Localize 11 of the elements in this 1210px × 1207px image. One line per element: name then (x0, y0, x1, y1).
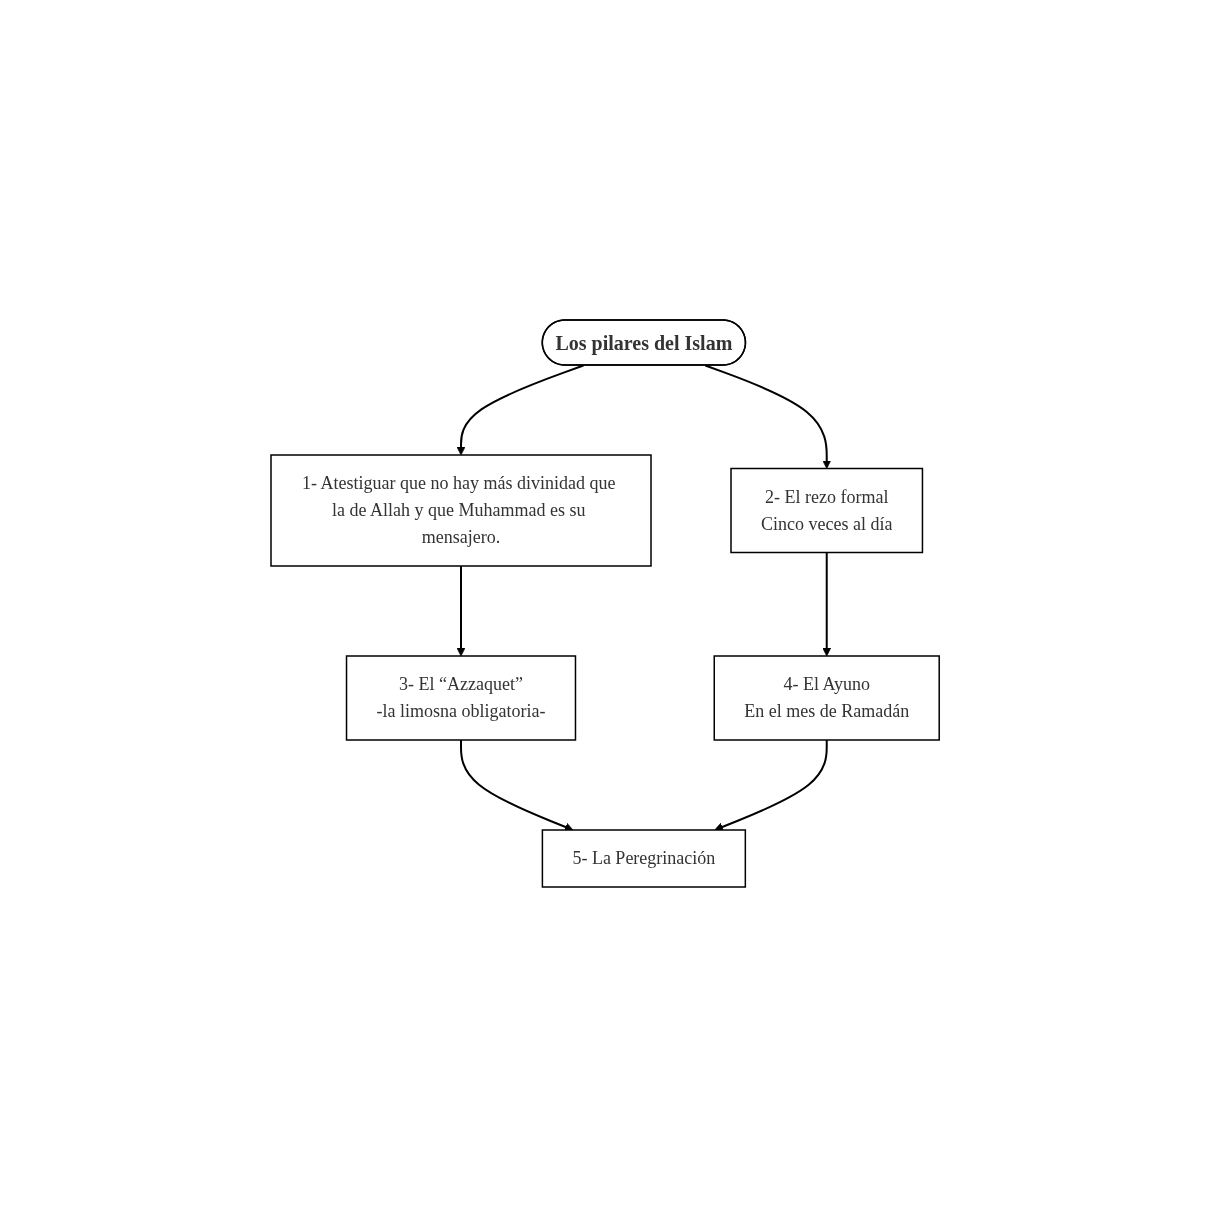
node-box: 2- El rezo formal Cinco veces al día (730, 467, 924, 553)
arrow (822, 551, 831, 656)
node-box: 3- El “Azzaquet” -la limosna obligatoria- (345, 654, 577, 741)
node-box: 5- La Peregrinación (541, 828, 746, 888)
arrow (456, 564, 466, 656)
arrow (459, 738, 574, 831)
arrow (704, 364, 831, 469)
node-box: 1- Atestiguar que no hay más divinidad que la de Allah y que Muhammad es su mensajero. (270, 453, 652, 567)
arrow (456, 364, 585, 455)
arrow (714, 738, 828, 831)
node-box: 4- El Ayuno En el mes de Ramadán (713, 654, 940, 741)
